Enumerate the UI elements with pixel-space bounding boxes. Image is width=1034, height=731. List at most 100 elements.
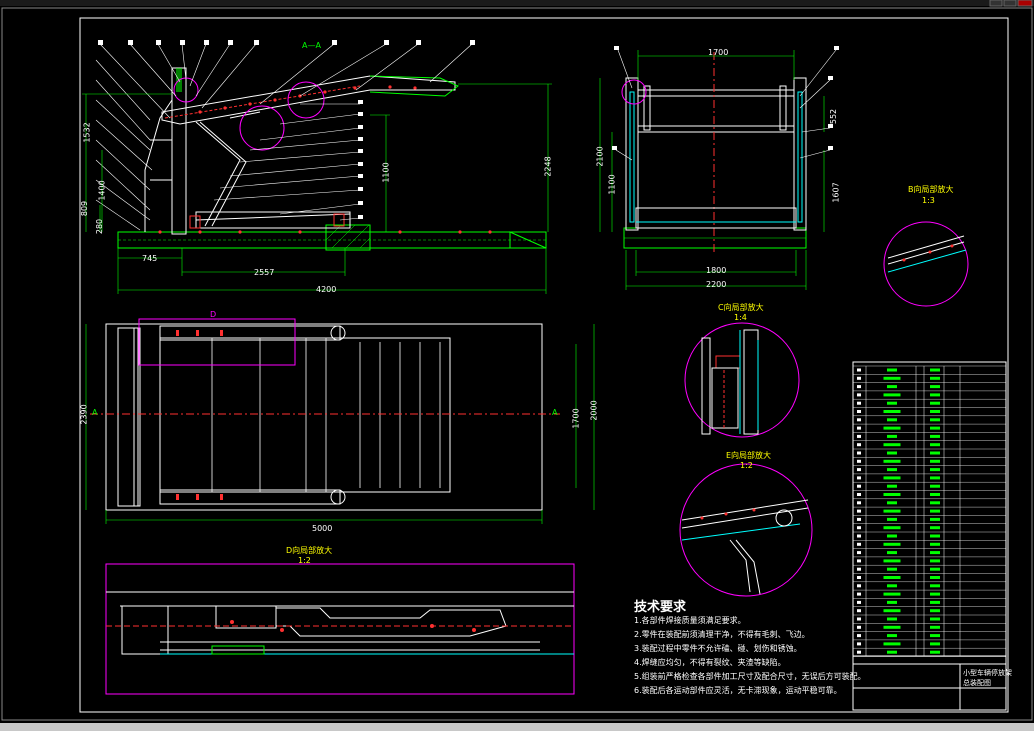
parts-table-index <box>857 385 861 389</box>
dim-plan-left: 2390 <box>79 404 89 425</box>
detail-d-scale: 1:2 <box>298 556 311 565</box>
parts-table-index <box>857 493 861 496</box>
parts-table-index <box>857 517 861 521</box>
parts-table-index <box>857 576 861 579</box>
parts-table-cell <box>883 542 901 546</box>
parts-table-cell <box>930 418 940 422</box>
title-block-name-line1: 小型车辆停放架 <box>963 669 1012 677</box>
parts-table-cell <box>883 459 901 463</box>
parts-table-index <box>857 376 861 380</box>
parts-table-cell <box>930 567 940 571</box>
parts-table-cell <box>887 385 897 389</box>
parts-table-index <box>857 542 861 546</box>
parts-table-cell <box>887 551 897 555</box>
parts-table-cell <box>930 542 940 546</box>
parts-table-cell <box>930 451 940 455</box>
title-block-name-line2: 总装配图 <box>963 679 991 687</box>
parts-table-index <box>857 559 861 563</box>
parts-table-cell <box>930 410 940 413</box>
end-view <box>599 46 839 290</box>
dim-side-v1: 1532 <box>82 122 92 143</box>
parts-table-cell <box>887 368 897 372</box>
parts-table-cell <box>883 625 901 629</box>
dim-plan-right2: 2000 <box>589 400 599 421</box>
window-controls[interactable] <box>989 0 1033 7</box>
parts-table-index <box>857 501 861 505</box>
parts-table-cell <box>930 509 940 513</box>
parts-table-cell <box>930 534 940 538</box>
parts-table-cell <box>930 484 940 488</box>
parts-table-index <box>857 600 861 604</box>
parts-table-index <box>857 634 861 638</box>
parts-table-index <box>857 617 861 621</box>
parts-table-index <box>857 526 861 530</box>
parts-table-cell <box>930 551 940 555</box>
parts-table-index <box>857 426 861 430</box>
parts-table-index <box>857 584 861 588</box>
dim-plan-right1: 1700 <box>571 408 581 429</box>
tech-req-item: 4.焊缝应均匀，不得有裂纹、夹渣等缺陷。 <box>634 658 786 667</box>
parts-table-cell <box>883 509 901 513</box>
parts-table-cell <box>887 650 897 654</box>
parts-table-cell <box>887 534 897 538</box>
parts-table-cell <box>930 526 940 530</box>
parts-table-index <box>857 642 861 646</box>
parts-table-cell <box>887 517 897 521</box>
parts-table-cell <box>887 584 897 588</box>
parts-table-cell <box>887 567 897 571</box>
parts-table-cell <box>930 642 940 646</box>
parts-table-index <box>857 434 861 438</box>
parts-table-cell <box>930 517 940 521</box>
detail-e-title: E向局部放大 <box>726 451 772 460</box>
dim-side-v4: 1400 <box>97 180 107 201</box>
parts-table-index <box>857 625 861 629</box>
parts-table-cell <box>883 642 901 646</box>
dim-end-bottom2: 2200 <box>706 280 727 289</box>
parts-table-index <box>857 468 861 472</box>
parts-table-cell <box>930 576 940 579</box>
window-status-bar <box>0 723 1034 731</box>
drawing-border <box>79 17 1009 713</box>
parts-table-cell <box>930 426 940 430</box>
parts-table-cell <box>930 617 940 621</box>
parts-table-index <box>857 509 861 513</box>
detail-e <box>679 463 813 597</box>
parts-table-cell <box>883 410 901 413</box>
dim-side-v3: 2248 <box>543 156 553 177</box>
parts-table-cell <box>930 368 940 372</box>
parts-table-cell <box>883 376 901 380</box>
parts-table-cell <box>930 559 940 563</box>
detail-d <box>105 563 575 695</box>
plan-view <box>85 318 595 524</box>
parts-table-index <box>857 418 861 422</box>
tech-req-item: 3.装配过程中零件不允许磕、碰、划伤和锈蚀。 <box>634 644 802 653</box>
parts-table-cell <box>930 468 940 472</box>
parts-table-cell <box>930 434 940 438</box>
parts-table-index <box>857 484 861 488</box>
title-block <box>852 361 1007 711</box>
section-mark-left: A <box>92 408 98 417</box>
side-view <box>82 40 552 294</box>
parts-table-cell <box>930 592 940 596</box>
parts-table-cell <box>930 609 940 613</box>
parts-table-cell <box>887 484 897 488</box>
parts-table-cell <box>930 443 940 447</box>
parts-table-cell <box>883 443 901 447</box>
parts-table-index <box>857 368 861 372</box>
dim-end-left1: 2100 <box>595 146 605 167</box>
parts-table-cell <box>883 493 901 496</box>
parts-table-cell <box>930 476 940 480</box>
tech-req-item: 5.组装前严格检查各部件加工尺寸及配合尺寸，无误后方可装配。 <box>634 672 866 681</box>
parts-table-cell <box>883 559 901 563</box>
dim-end-right1: 552 <box>829 108 839 125</box>
detail-mark-d: D <box>210 310 217 319</box>
parts-table-cell <box>930 459 940 463</box>
parts-table-cell <box>883 526 901 530</box>
parts-table-index <box>857 534 861 538</box>
parts-table-cell <box>930 376 940 380</box>
parts-table-index <box>857 592 861 596</box>
parts-table-cell <box>930 650 940 654</box>
dim-end-top: 1700 <box>708 48 729 57</box>
parts-table-index <box>857 393 861 397</box>
